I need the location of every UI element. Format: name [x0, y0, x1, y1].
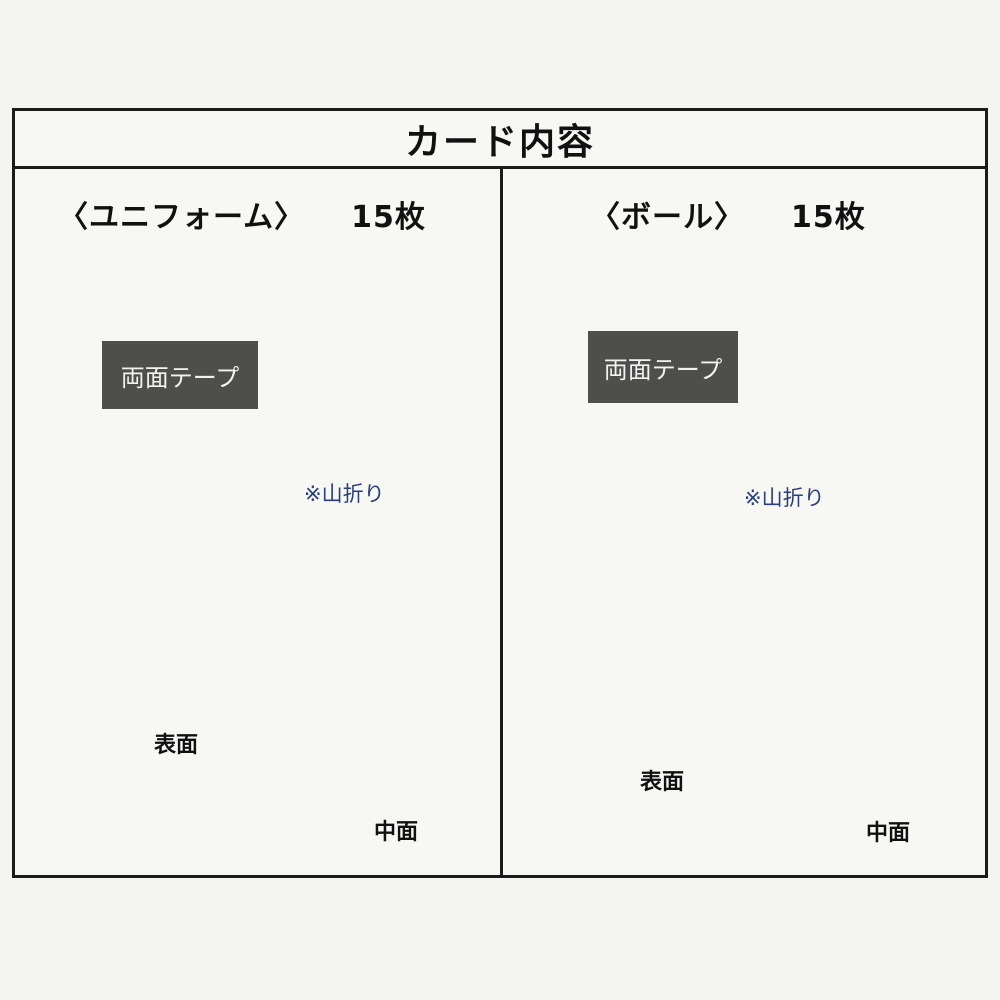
ball-inside-label: 中面: [866, 821, 911, 846]
uniform-heading-label: 〈ユニフォーム〉: [58, 200, 306, 235]
page-title: カード内容: [15, 111, 985, 169]
uniform-tape-label: 両面テープ: [102, 341, 258, 409]
section-divider: [500, 169, 503, 875]
card-contents-frame: カード内容: [12, 108, 988, 878]
uniform-inside-label: 中面: [374, 820, 419, 845]
ball-front-label: 表面: [640, 770, 685, 795]
ball-fold-note: ※山折り: [744, 486, 825, 510]
uniform-count: 15枚: [351, 200, 426, 235]
uniform-heading: 〈ユニフォーム〉 15枚: [58, 192, 426, 236]
ball-heading-label: 〈ボール〉: [590, 200, 745, 235]
ball-tape-label: 両面テープ: [588, 331, 738, 403]
uniform-fold-note: ※山折り: [304, 482, 385, 506]
ball-heading: 〈ボール〉 15枚: [590, 192, 866, 236]
uniform-front-label: 表面: [154, 733, 199, 758]
ball-count: 15枚: [791, 200, 866, 235]
